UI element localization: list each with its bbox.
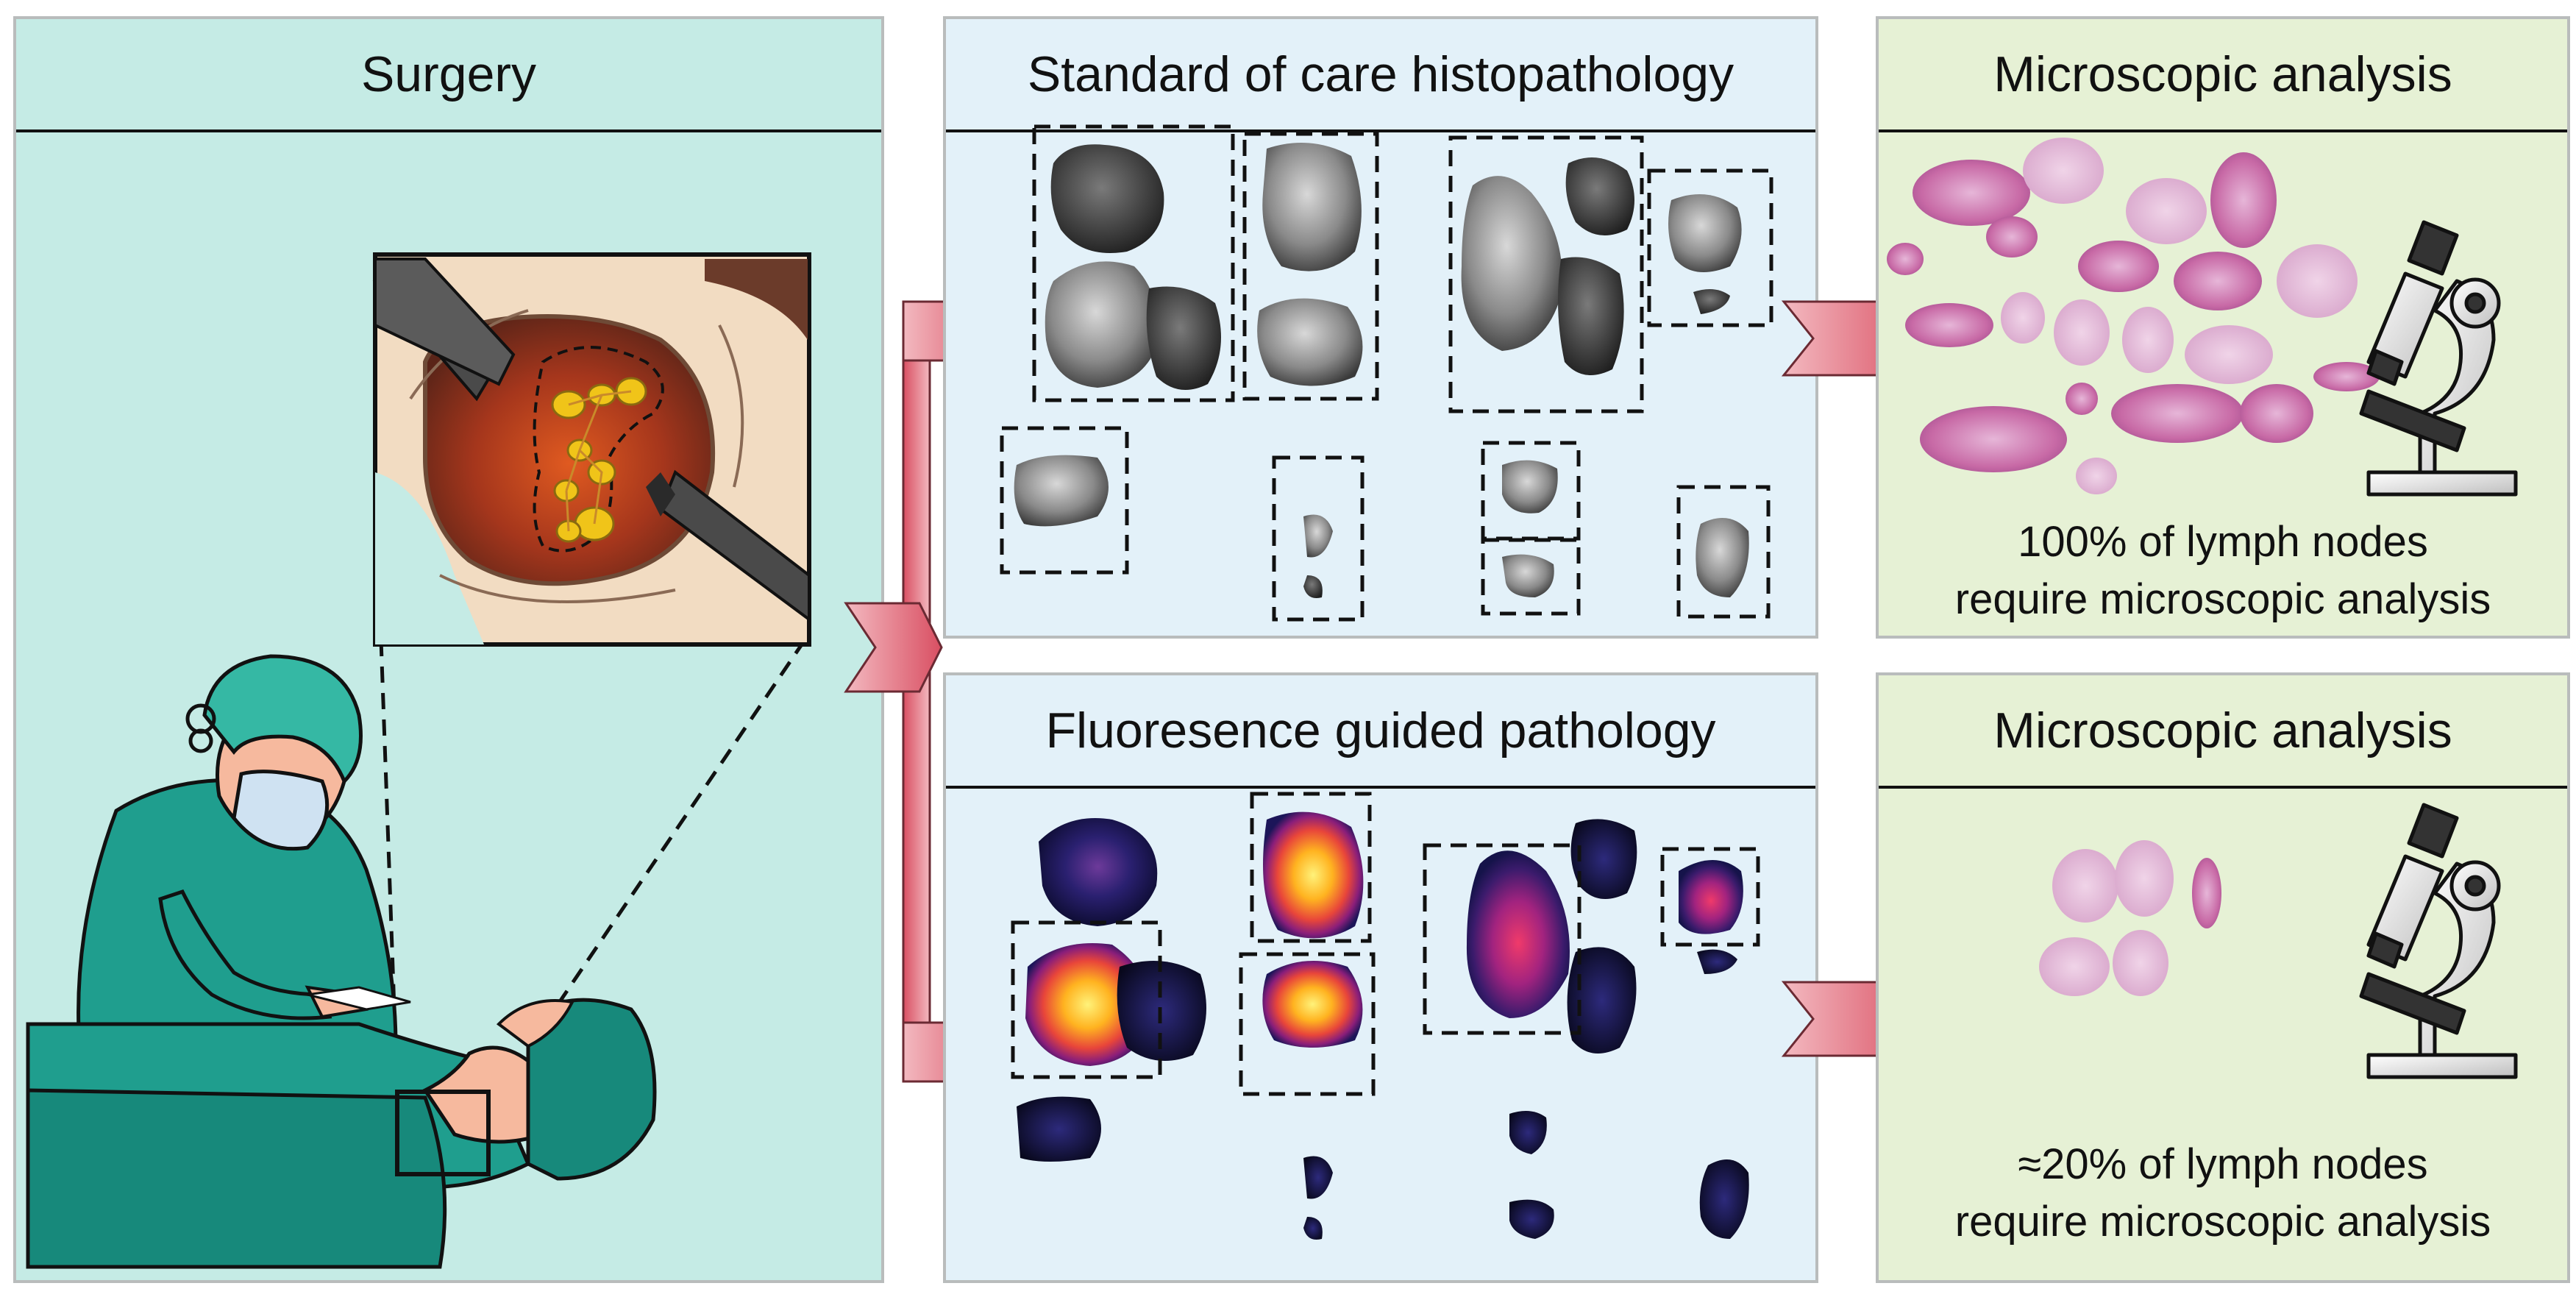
he-tissue-section: [2039, 840, 2221, 996]
micro-bottom-caption: ≈20% of lymph nodes require microscopic …: [1879, 1136, 2567, 1251]
micro-top-panel: Microscopic analysis: [1876, 16, 2570, 639]
surgical-site-inset: [372, 252, 811, 647]
lymph-node-specimen: [1014, 143, 1749, 598]
surgeon-figure: [77, 654, 411, 1048]
surgery-illustration: [26, 252, 811, 1269]
fluorescent-specimens: [1011, 792, 1760, 1240]
micro-top-caption: 100% of lymph nodes require microscopic …: [1879, 514, 2567, 628]
microscope-icon: [2359, 803, 2518, 1079]
micro-bottom-title: Microscopic analysis: [1879, 675, 2567, 789]
micro-bottom-caption-line2: require microscopic analysis: [1954, 1198, 2491, 1246]
micro-top-caption-line2: require microscopic analysis: [1954, 575, 2491, 623]
micro-bottom-illustration: [2039, 803, 2518, 1079]
surgery-panel-title: Surgery: [16, 19, 881, 132]
fluorescence-title: Fluoresence guided pathology: [946, 675, 1815, 789]
standard-care-title: Standard of care histopathology: [946, 19, 1815, 132]
micro-bottom-caption-line1: ≈20% of lymph nodes: [2018, 1140, 2428, 1188]
standard-care-panel: Standard of care histopathology: [943, 16, 1818, 639]
microscope-icon: [2359, 220, 2518, 497]
surgery-panel: Surgery: [13, 16, 884, 1283]
micro-bottom-panel: Microscopic analysis ≈20% of lymph nodes…: [1876, 672, 2570, 1283]
grey-specimens: [1000, 124, 1773, 622]
fluorescence-panel: Fluoresence guided pathology: [943, 672, 1818, 1283]
patient-figure: [26, 998, 657, 1269]
micro-top-caption-line1: 100% of lymph nodes: [2018, 518, 2428, 566]
fluorescent-specimen: [1017, 811, 1749, 1240]
he-tissue-section: [1887, 138, 2380, 494]
micro-top-illustration: [1887, 138, 2518, 497]
micro-top-title: Microscopic analysis: [1879, 19, 2567, 132]
